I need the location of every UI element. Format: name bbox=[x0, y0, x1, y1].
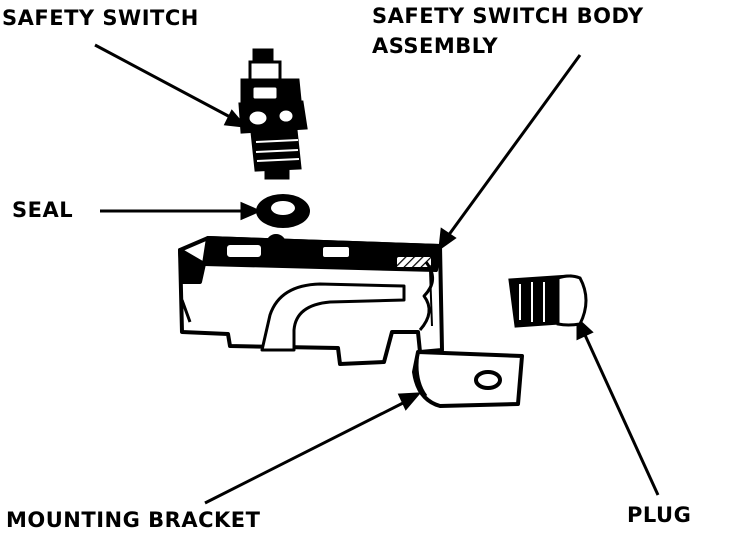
label-mounting-bracket: MOUNTING BRACKET bbox=[6, 508, 261, 532]
label-seal: SEAL bbox=[12, 198, 74, 222]
arrowhead-body-assembly bbox=[438, 227, 457, 252]
label-body-assembly-line1: SAFETY SWITCH BODY bbox=[372, 4, 644, 28]
plug-part bbox=[508, 274, 588, 328]
arrowhead-seal bbox=[240, 201, 262, 221]
arrowhead-mounting-bracket bbox=[397, 392, 422, 411]
seal-part bbox=[256, 194, 310, 228]
switch-body-part bbox=[178, 234, 444, 366]
mounting-bracket-part bbox=[412, 350, 524, 408]
leader-safety-switch bbox=[94, 43, 233, 120]
leader-plug bbox=[583, 334, 660, 496]
label-plug: PLUG bbox=[627, 503, 692, 527]
label-safety-switch: SAFETY SWITCH bbox=[2, 6, 199, 30]
leader-mounting-bracket bbox=[204, 400, 406, 505]
label-body-assembly-line2: ASSEMBLY bbox=[372, 34, 499, 58]
leader-lines bbox=[94, 43, 660, 505]
leader-body-assembly bbox=[446, 54, 582, 237]
safety-switch-part bbox=[238, 48, 308, 180]
arrowhead-safety-switch bbox=[223, 109, 248, 128]
